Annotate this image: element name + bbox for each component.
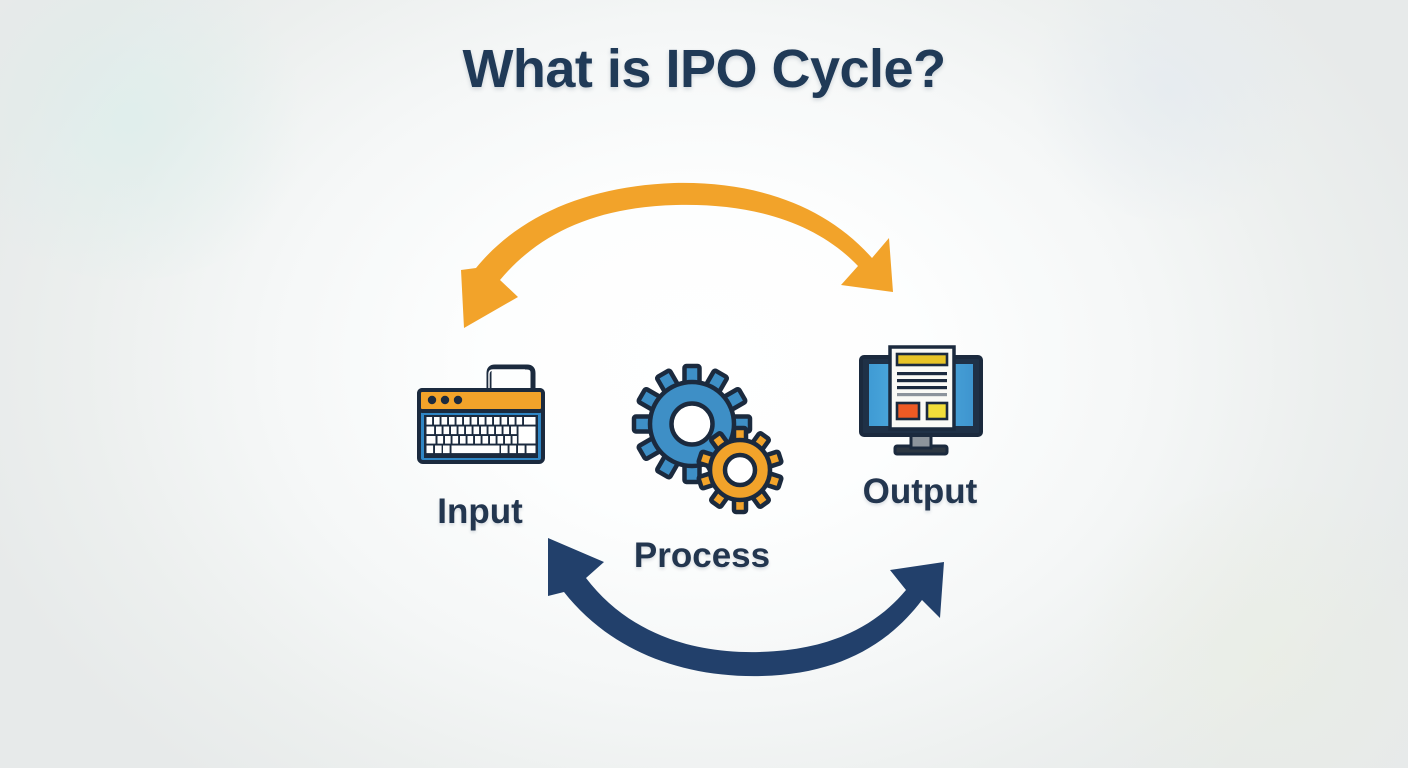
connector-top-orange-arrow (461, 182, 893, 328)
keyboard-icon (417, 364, 545, 464)
node-label-input: Input (437, 492, 523, 531)
node-label-process: Process (633, 536, 771, 575)
gears-icon (631, 363, 784, 515)
connector-bottom-navy-arrow (548, 538, 944, 677)
node-label-output: Output (862, 472, 978, 511)
page-title: What is IPO Cycle? (462, 39, 946, 99)
monitor-icon (859, 345, 983, 456)
